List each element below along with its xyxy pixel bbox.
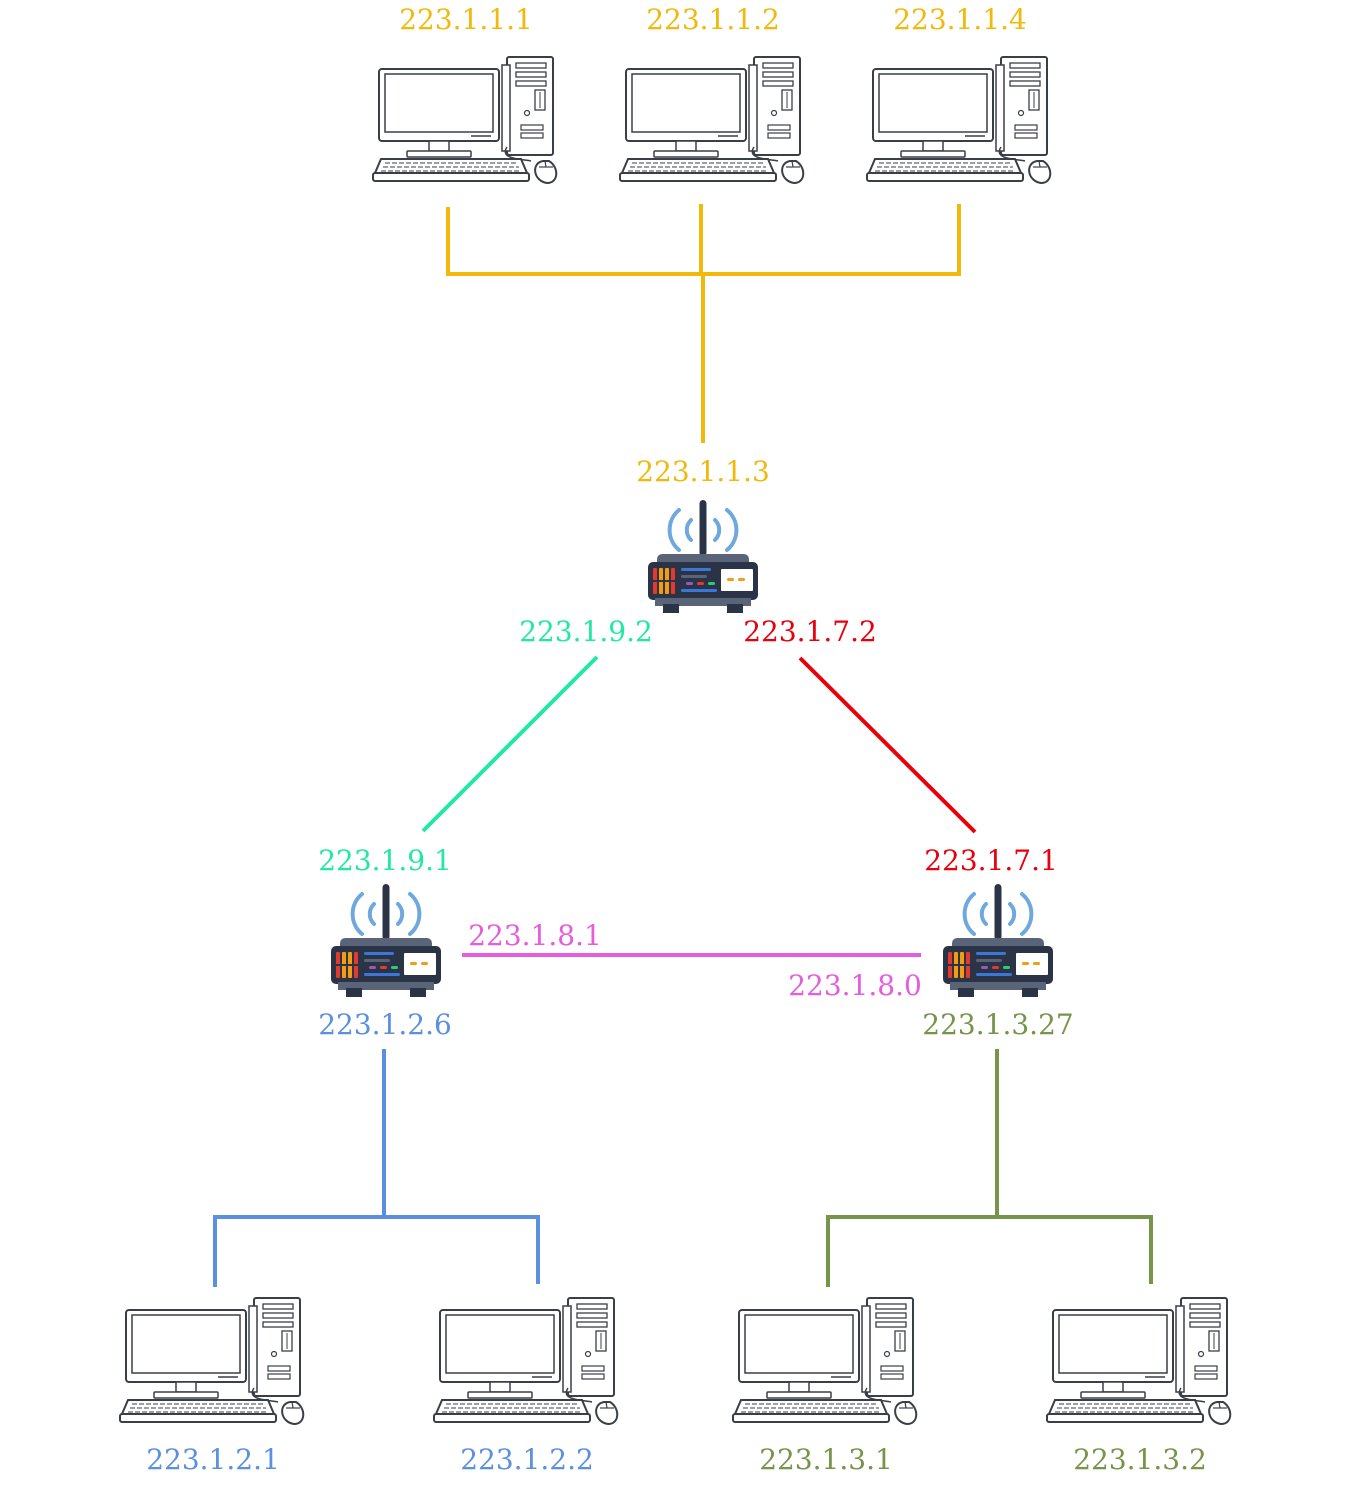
host-ip-label: 223.1.3.1 — [759, 1443, 893, 1476]
wireless-router-icon — [329, 882, 443, 999]
router-interface-label: 223.1.2.6 — [318, 1008, 452, 1041]
router-interface-label: 223.1.7.2 — [743, 615, 877, 648]
wireless-router-icon — [646, 498, 760, 615]
link-223-1-7 — [798, 656, 977, 834]
link-223-1-9 — [421, 655, 599, 833]
desktop-computer-icon — [433, 1297, 619, 1425]
subnet-223-1-1-bus — [446, 204, 961, 443]
host-ip-label: 223.1.3.2 — [1073, 1443, 1207, 1476]
desktop-computer-icon — [732, 1297, 918, 1425]
host-ip-label: 223.1.2.1 — [146, 1443, 280, 1476]
router-interface-label: 223.1.9.2 — [519, 615, 653, 648]
desktop-computer-icon — [619, 56, 805, 184]
router-interface-label: 223.1.1.3 — [636, 455, 770, 488]
subnet-223-1-2-bus — [213, 1049, 540, 1287]
wireless-router-icon — [941, 882, 1055, 999]
host-ip-label: 223.1.1.1 — [399, 3, 533, 36]
router-interface-label: 223.1.8.1 — [468, 919, 602, 952]
wire-subnet-2-bus — [213, 1215, 540, 1287]
desktop-computer-icon — [1046, 1297, 1232, 1425]
desktop-computer-icon — [866, 56, 1052, 184]
router-interface-label: 223.1.9.1 — [318, 844, 452, 877]
subnet-223-1-3-bus — [826, 1049, 1153, 1287]
desktop-computer-icon — [119, 1297, 305, 1425]
host-ip-label: 223.1.1.2 — [646, 3, 780, 36]
host-ip-label: 223.1.1.4 — [893, 3, 1027, 36]
desktop-computer-icon — [372, 56, 558, 184]
router-interface-label: 223.1.7.1 — [924, 844, 1058, 877]
router-interface-label: 223.1.3.27 — [922, 1008, 1073, 1041]
host-ip-label: 223.1.2.2 — [460, 1443, 594, 1476]
wire-subnet-3-bus — [826, 1215, 1153, 1287]
router-interface-label: 223.1.8.0 — [788, 969, 922, 1002]
